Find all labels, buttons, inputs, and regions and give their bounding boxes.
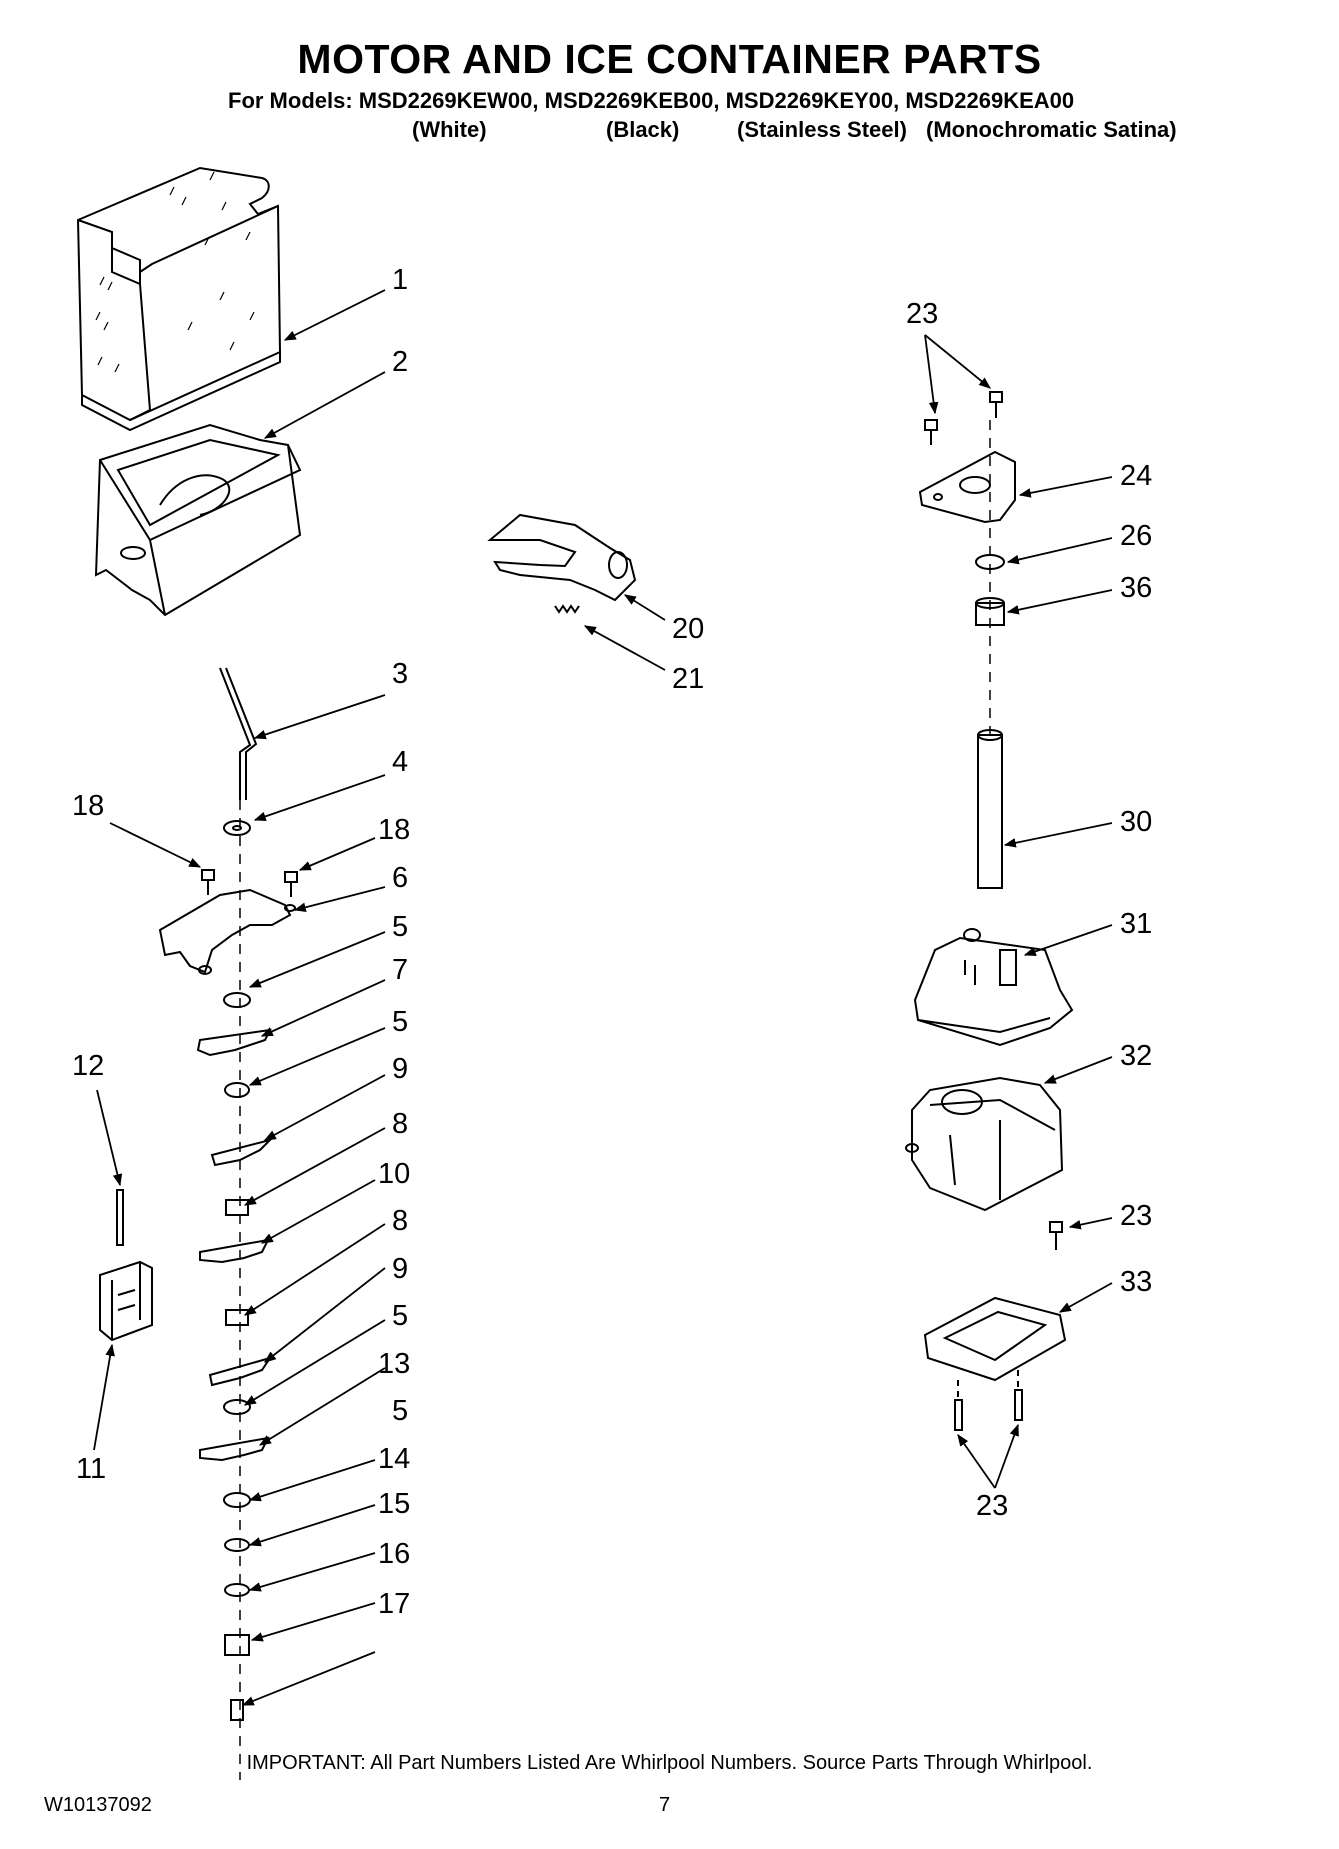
part-24-motor-bracket	[918, 450, 1016, 524]
part-20-bracket	[487, 513, 637, 602]
part-1-ice-bin	[76, 166, 282, 432]
auger-parts-stack	[223, 820, 251, 1721]
part-2-bin-tray	[94, 423, 302, 617]
document-number: W10137092	[44, 1794, 152, 1816]
part-12-pin	[116, 1189, 124, 1246]
callout-label: 32	[1120, 1040, 1153, 1072]
part-36-bushing	[975, 597, 1005, 626]
callout-label: 16	[378, 1538, 411, 1570]
variant-white: (White)	[412, 117, 487, 142]
part-23-side-screw	[1049, 1221, 1063, 1250]
page-title: MOTOR AND ICE CONTAINER PARTS	[297, 36, 1042, 82]
part-33-gasket	[923, 1296, 1067, 1382]
part-31-motor-cover	[913, 928, 1074, 1047]
callout-label: 33	[1120, 1266, 1153, 1298]
callout-label: 5	[392, 911, 409, 943]
callout-label: 24	[1120, 460, 1153, 492]
callout-label: 14	[378, 1443, 411, 1475]
callout-label: 12	[72, 1050, 105, 1082]
part-26-washer	[975, 554, 1005, 570]
callout-label: 15	[378, 1488, 411, 1520]
callout-label: 2	[392, 346, 409, 378]
callout-label: 1	[392, 264, 409, 296]
variant-stainless: (Stainless Steel)	[737, 117, 907, 142]
callout-label: 10	[378, 1158, 411, 1190]
part-3-auger-wire	[219, 667, 258, 800]
callout-label: 4	[392, 746, 409, 778]
callout-label: 23	[976, 1490, 1009, 1522]
callout-label: 11	[76, 1453, 107, 1485]
callout-label: 31	[1120, 908, 1153, 940]
part-30-drive-shaft	[977, 729, 1003, 889]
callout-label: 18	[72, 790, 105, 822]
callout-label: 36	[1120, 572, 1153, 604]
variant-satina: (Monochromatic Satina)	[926, 117, 1177, 142]
part-21-spring	[554, 604, 580, 614]
callout-label: 18	[378, 814, 411, 846]
callout-label: 9	[392, 1053, 409, 1085]
callout-label: 26	[1120, 520, 1153, 552]
callout-label: 17	[378, 1588, 411, 1620]
callout-label: 30	[1120, 806, 1153, 838]
important-note: IMPORTANT: All Part Numbers Listed Are W…	[246, 1752, 1093, 1774]
callout-label: 20	[672, 613, 705, 645]
callout-label: 9	[392, 1253, 409, 1285]
part-6-mounting-plate	[158, 888, 296, 975]
callout-label: 6	[392, 862, 409, 894]
callout-label: 23	[1120, 1200, 1153, 1232]
variant-black: (Black)	[606, 117, 680, 142]
callout-label: 5	[392, 1300, 409, 1332]
callout-label: 5	[392, 1395, 409, 1427]
part-23-bottom-screws	[954, 1370, 1023, 1431]
part-23-top-screws	[924, 391, 1003, 445]
part-18-screws	[201, 869, 298, 897]
callout-label: 8	[392, 1108, 409, 1140]
part-11-block	[99, 1260, 153, 1342]
callout-label: 3	[392, 658, 409, 690]
callout-leaders	[93, 289, 1113, 1706]
callout-label: 5	[392, 1006, 409, 1038]
page-number: 7	[659, 1794, 671, 1816]
callout-label: 7	[392, 954, 409, 986]
models-line: For Models: MSD2269KEW00, MSD2269KEB00, …	[228, 88, 1075, 113]
part-32-motor	[905, 1076, 1064, 1212]
callout-label: 21	[672, 663, 705, 695]
callout-label: 23	[906, 298, 939, 330]
callout-label: 13	[378, 1348, 411, 1380]
callout-label: 8	[392, 1205, 409, 1237]
